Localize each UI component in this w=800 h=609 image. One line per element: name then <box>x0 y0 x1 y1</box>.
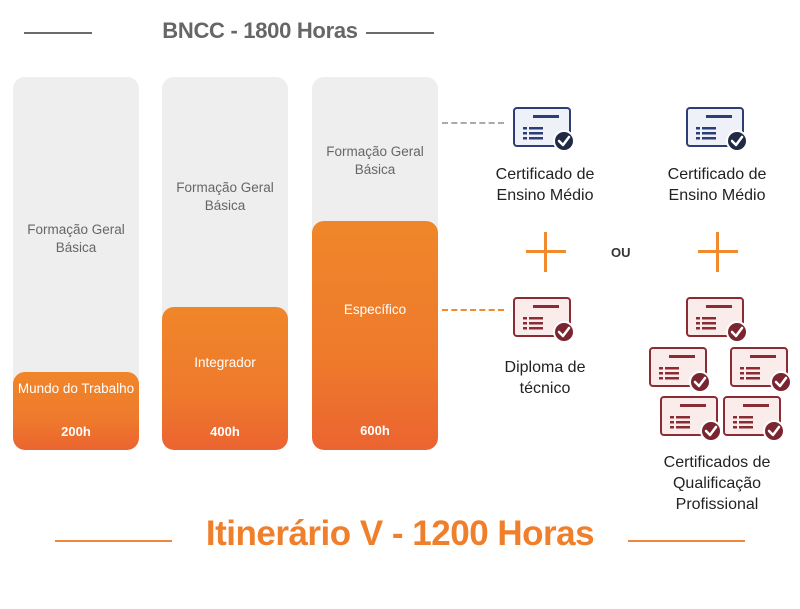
column-3-top-label: Formação Geral Básica <box>326 144 424 177</box>
certificate-ensino-medio-right-caption: Certificado de Ensino Médio <box>667 166 767 204</box>
footer-line-left <box>55 540 172 542</box>
qualificacao-caption: Certificados de Qualificação Profissiona… <box>663 454 771 513</box>
column-1-segment-label: Mundo do Trabalho <box>17 381 135 396</box>
certificate-icon <box>660 396 722 449</box>
header-line-left <box>24 32 92 34</box>
footer-title: Itinerário V - 1200 Horas <box>205 514 595 553</box>
ou-label: OU <box>611 245 631 260</box>
certificate-icon <box>730 347 792 400</box>
column-3: Formação Geral Básica Específico 600h <box>312 77 438 450</box>
column-3-segment-label: Específico <box>343 302 407 317</box>
connector-orange <box>442 309 504 311</box>
certificate-icon <box>513 297 575 350</box>
header-line-right <box>366 32 434 34</box>
plus-icon <box>698 232 738 272</box>
column-1-hours: 200h <box>61 424 91 439</box>
column-2-segment: Integrador 400h <box>162 307 288 450</box>
column-3-hours: 600h <box>360 423 390 438</box>
plus-icon <box>526 232 566 272</box>
column-3-segment: Específico 600h <box>312 221 438 450</box>
column-1-segment: Mundo do Trabalho 200h <box>13 372 139 450</box>
column-2-hours: 400h <box>210 424 240 439</box>
certificate-icon <box>686 107 748 158</box>
certificate-icon <box>649 347 711 400</box>
footer-line-right <box>628 540 745 542</box>
certificate-icon <box>686 297 748 350</box>
connector-gray <box>442 122 504 124</box>
column-1-top-label: Formação Geral Básica <box>27 222 125 255</box>
certificate-icon <box>513 107 575 158</box>
column-2: Formação Geral Básica Integrador 400h <box>162 77 288 450</box>
column-2-top-label: Formação Geral Básica <box>176 180 274 213</box>
header-title: BNCC - 1800 Horas <box>162 18 358 43</box>
certificate-ensino-medio-left-caption: Certificado de Ensino Médio <box>495 166 595 204</box>
column-1: Formação Geral Básica Mundo do Trabalho … <box>13 77 139 450</box>
certificate-icon <box>723 396 785 449</box>
column-2-segment-label: Integrador <box>194 355 256 370</box>
diploma-caption: Diploma de técnico <box>504 359 586 397</box>
